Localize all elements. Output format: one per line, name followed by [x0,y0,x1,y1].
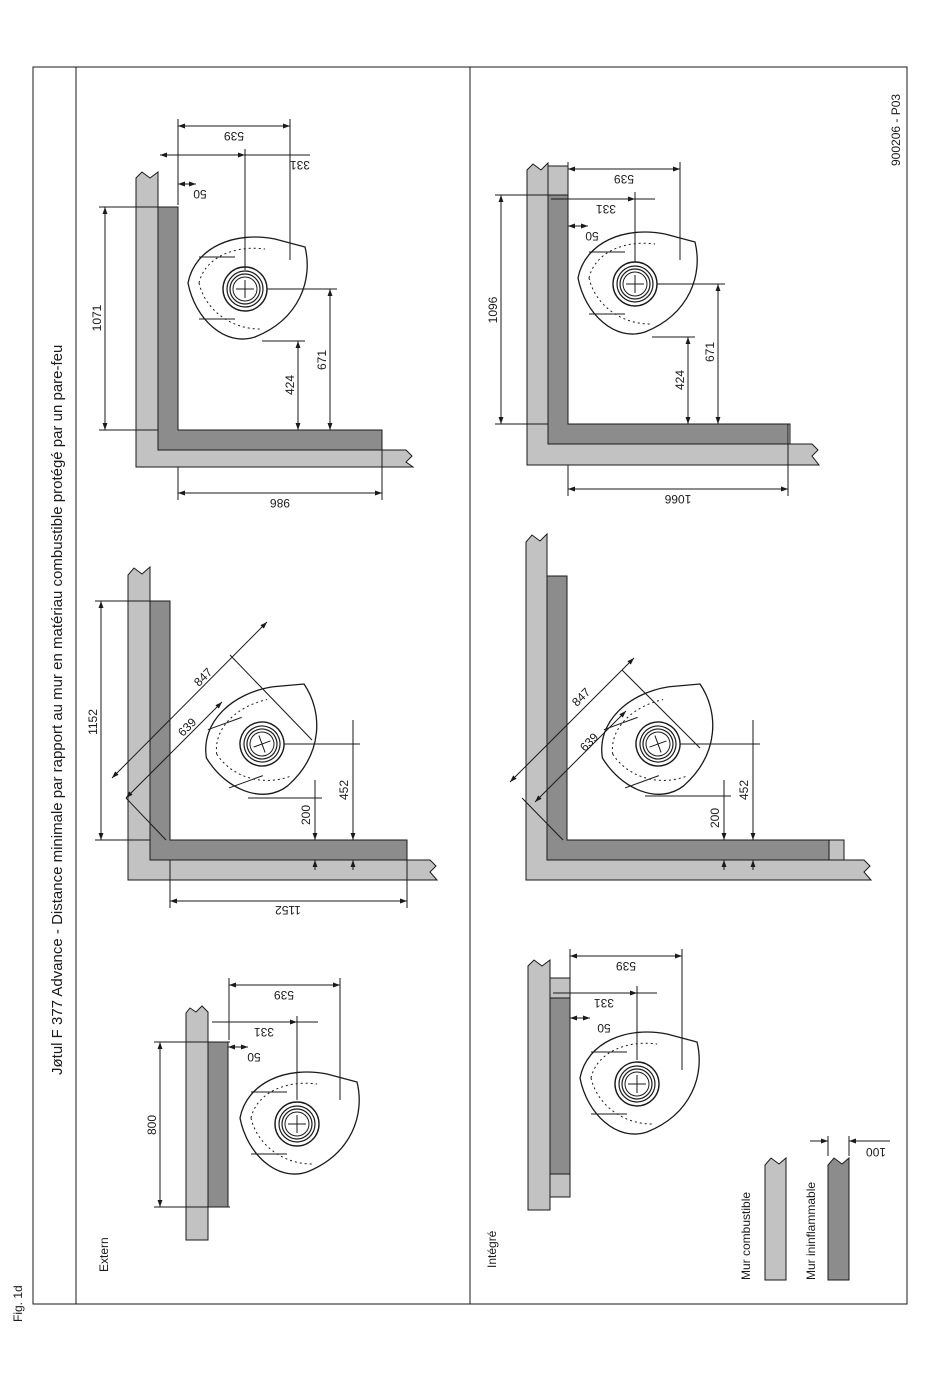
dim-int-flat-539: 539 [616,959,636,973]
legend-label-combustible: Mur combustible [739,1192,753,1280]
dim-ext-side-539: 539 [224,129,244,143]
dim-int-flat-50: 50 [597,1021,611,1035]
dim-int-side-1066: 1066 [664,492,691,506]
dim-ext-corner-847: 847 [191,665,215,689]
dim-ext-corner-639: 639 [175,715,199,739]
figure-title: Jøtul F 377 Advance - Distance minimale … [49,345,66,1075]
dim-ext-side-671: 671 [315,350,329,370]
dim-int-corner-847: 847 [569,685,593,709]
extern-flat-wall-diagram: 539 331 50 800 [145,978,360,1241]
reference-code: 900206 - P03 [889,94,903,166]
legend-label-ininflammable: Mur ininflammable [804,1182,818,1280]
legend-swatch-combustible [764,1156,787,1281]
dim-ext-flat-539: 539 [274,988,294,1002]
dim-ext-flat-331: 331 [254,1025,274,1039]
dim-ext-corner-1152-left: 1152 [86,709,100,735]
section-label-integre: Intégré [485,1230,499,1268]
dim-ext-side-986: 986 [270,496,290,510]
dim-ext-side-1071: 1071 [90,304,104,331]
dim-int-corner-452: 452 [737,780,751,800]
dim-int-side-424: 424 [673,370,687,390]
dim-int-flat-331: 331 [594,996,614,1010]
legend-swatch-ininflammable [827,1156,850,1281]
dim-int-corner-200: 200 [708,808,722,828]
integre-corner-diagram: 847 639 200 452 [509,532,873,881]
dim-int-side-671: 671 [703,342,717,362]
dim-int-side-50: 50 [585,229,599,243]
dim-ext-corner-200: 200 [299,805,313,825]
dim-ext-flat-800: 800 [145,1115,159,1135]
legend: Mur combustible Mur ininflammable 100 [739,1136,890,1281]
dim-ext-side-424: 424 [283,375,297,395]
dim-int-side-331: 331 [596,202,616,216]
dim-ext-flat-50: 50 [247,1050,261,1064]
dim-int-side-1096: 1096 [486,296,500,323]
fig-label: Fig. 1d [11,1285,25,1322]
extern-side-diagram: 539 331 50 1071 424 671 986 [90,119,415,510]
dim-int-side-539: 539 [614,172,634,186]
dim-int-corner-639: 639 [577,730,601,754]
integre-side-diagram: 539 331 50 1096 424 671 1066 [486,161,821,506]
section-label-extern: Extern [97,1237,111,1272]
integre-flat-wall-diagram: 539 331 50 [527,949,700,1211]
dim-ext-corner-452: 452 [337,780,351,800]
dim-ext-side-50: 50 [193,187,207,201]
dim-ext-side-331: 331 [290,158,310,172]
extern-corner-diagram: 1152 1152 847 639 200 452 [86,565,439,917]
legend-gap-value: 100 [866,1145,886,1159]
dim-ext-corner-1152-bottom: 1152 [275,903,301,917]
